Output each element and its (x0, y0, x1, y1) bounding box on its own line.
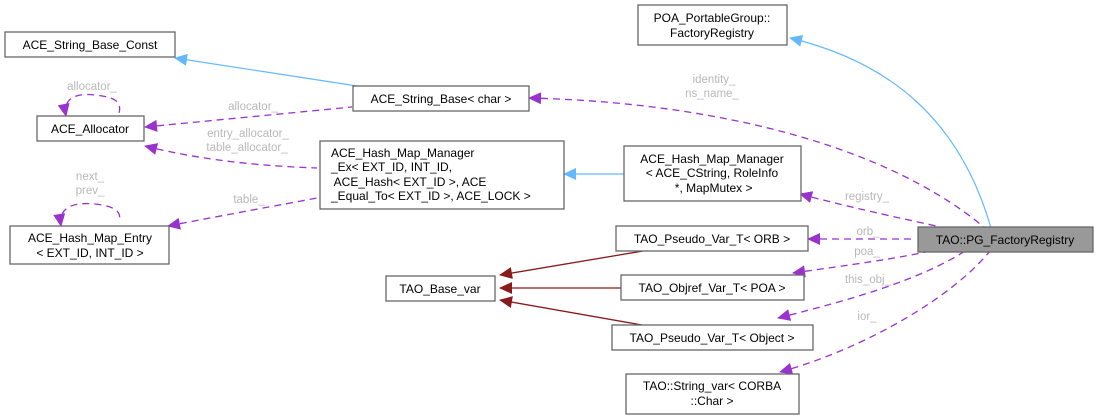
node-label: _Equal_To< EXT_ID >, ACE_LOCK > (330, 189, 531, 203)
edge-pg-to-objref-var-poa (792, 250, 931, 278)
node-tao-pg-factory-registry[interactable]: TAO::PG_FactoryRegistry (917, 226, 1094, 253)
label-ior: ior_ (857, 311, 877, 323)
label-prev: prev_ (76, 185, 105, 197)
node-label: TAO_Pseudo_Var_T< ORB > (634, 232, 790, 246)
node-label: ACE_String_Base< char > (371, 92, 512, 106)
edge-pg-factory-registry-to-poa-factory-registry (789, 34, 992, 229)
node-label: FactoryRegistry (670, 26, 754, 40)
node-tao-string-var-char[interactable]: TAO::String_var< CORBA ::Char > (625, 373, 800, 415)
node-tao-pseudo-var-orb[interactable]: TAO_Pseudo_Var_T< ORB > (615, 225, 809, 252)
label-orb: orb_ (856, 226, 880, 238)
label-next: next_ (76, 171, 105, 183)
edge-allocator-self (57, 93, 121, 117)
node-label: ACE_Allocator (51, 122, 129, 136)
edge-hash-map-ex-to-entry (167, 197, 318, 230)
label-table: table_ (233, 194, 265, 206)
node-tao-objref-var-poa[interactable]: TAO_Objref_Var_T< POA > (620, 274, 805, 301)
node-label: ACE_Hash_Map_Manager (640, 152, 783, 166)
node-ace-allocator[interactable]: ACE_Allocator (36, 115, 145, 142)
node-label: ::Char > (690, 394, 733, 408)
edge-pg-to-string-base (528, 92, 986, 229)
node-label: ACE_String_Base_Const (23, 38, 158, 52)
node-label: TAO_Base_var (399, 282, 480, 296)
node-poa-factory-registry[interactable]: POA_PortableGroup:: FactoryRegistry (637, 4, 788, 46)
edge-hash-map-ex-to-allocator (144, 143, 318, 169)
label-table-allocator: table_allocator_ (206, 142, 288, 154)
label-this-obj: this_obj_ (845, 274, 892, 286)
node-label: _Ex< EXT_ID, INT_ID, (330, 160, 452, 174)
node-label: *, MapMutex > (671, 181, 752, 195)
label-identity: identity_ (693, 74, 736, 86)
label-string-base-allocator: allocator_ (228, 101, 278, 113)
node-tao-base-var[interactable]: TAO_Base_var (385, 275, 496, 302)
label-poa: poa_ (854, 246, 880, 258)
edge-string-base-char-to-string-base-const (174, 53, 358, 87)
edge-pseudo-var-object-to-base-var (499, 296, 643, 326)
node-label: TAO_Objref_Var_T< POA > (639, 281, 786, 295)
node-label: TAO::PG_FactoryRegistry (936, 233, 1074, 247)
node-tao-pseudo-var-object[interactable]: TAO_Pseudo_Var_T< Object > (611, 324, 814, 351)
label-registry: registry_ (845, 191, 890, 203)
node-label: TAO::String_var< CORBA (643, 379, 781, 393)
node-label: < EXT_ID, INT_ID > (36, 246, 143, 260)
label-ns-name: ns_name_ (685, 88, 739, 100)
node-ace-hash-map-manager-ex[interactable]: ACE_Hash_Map_Manager _Ex< EXT_ID, INT_ID… (319, 140, 565, 210)
label-entry-allocator: entry_allocator_ (207, 128, 289, 140)
node-label: ACE_Hash_Map_Entry (28, 231, 152, 245)
edges-inheritance (174, 34, 992, 326)
edge-string-base-to-allocator (144, 106, 353, 132)
edge-hash-map-entry-self (53, 202, 121, 227)
node-label: ACE_Hash< EXT_ID >, ACE (331, 175, 486, 189)
edge-labels: allocator_ allocator_ entry_allocator_ t… (67, 74, 892, 323)
node-ace-hash-map-manager-cstring[interactable]: ACE_Hash_Map_Manager < ACE_CString, Role… (623, 145, 802, 202)
edge-pseudo-var-orb-to-base-var (499, 250, 644, 279)
node-ace-string-base-const[interactable]: ACE_String_Base_Const (4, 31, 176, 58)
node-label: ACE_Hash_Map_Manager (331, 146, 474, 160)
label-allocator-self: allocator_ (67, 81, 117, 93)
node-ace-string-base-char[interactable]: ACE_String_Base< char > (352, 85, 530, 112)
node-label: POA_PortableGroup:: (654, 11, 771, 25)
edge-pg-to-string-var (779, 250, 991, 375)
node-ace-hash-map-entry[interactable]: ACE_Hash_Map_Entry < EXT_ID, INT_ID > (9, 225, 170, 265)
edge-pg-to-pseudo-var-object (777, 250, 966, 321)
edge-pg-to-hash-map-cstring (799, 191, 946, 229)
edges-usage (53, 92, 991, 375)
node-label: TAO_Pseudo_Var_T< Object > (630, 331, 795, 345)
node-label: < ACE_CString, RoleInfo (646, 166, 779, 180)
